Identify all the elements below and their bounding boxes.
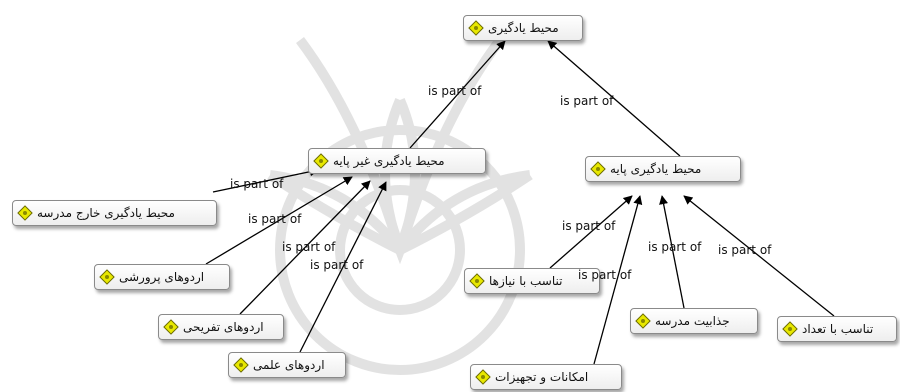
- edge-label: is part of: [310, 258, 364, 272]
- concept-icon: [17, 205, 33, 221]
- concept-icon: [468, 20, 484, 36]
- edge-n6-n2: [239, 180, 371, 315]
- edge-n11-n3: [593, 195, 643, 365]
- edge-label: is part of: [230, 177, 284, 191]
- concept-node[interactable]: اردوهای تفریحی: [158, 314, 284, 340]
- edge-label: is part of: [248, 212, 302, 226]
- concept-node[interactable]: امکانات و تجهیزات: [470, 364, 622, 390]
- edge-n7-n2: [299, 181, 387, 353]
- concept-node[interactable]: محیط یادگیری خارج مدرسه: [12, 200, 217, 226]
- concept-icon: [469, 273, 485, 289]
- concept-icon: [475, 369, 491, 385]
- concept-icon: [313, 153, 329, 169]
- concept-icon: [590, 161, 606, 177]
- concept-icon: [163, 319, 179, 335]
- edge-n5-n2: [205, 176, 353, 265]
- edge-n4-n2: [212, 167, 319, 193]
- concept-node[interactable]: جذابیت مدرسه: [630, 308, 758, 334]
- edge-label: is part of: [578, 268, 632, 282]
- edge-n3-n1: [547, 40, 681, 157]
- concept-node[interactable]: اردوهای علمی: [228, 352, 346, 378]
- concept-node[interactable]: اردوهای پرورشی: [94, 264, 230, 290]
- edge-label: is part of: [562, 219, 616, 233]
- edge-n8-n3: [549, 195, 633, 269]
- concept-label: جذابیت مدرسه: [655, 314, 730, 328]
- edges-layer: [205, 40, 835, 365]
- edge-label: is part of: [428, 84, 482, 98]
- edge-label: is part of: [282, 240, 336, 254]
- concept-label: محیط یادگیری پایه: [610, 162, 702, 176]
- concept-label: اردوهای تفریحی: [183, 320, 264, 334]
- edge-label: is part of: [560, 94, 614, 108]
- concept-node[interactable]: تناسب با نیازها: [464, 268, 600, 294]
- concept-node[interactable]: محیط یادگیری پایه: [585, 156, 741, 182]
- edge-label: is part of: [718, 243, 772, 257]
- concept-node[interactable]: محیط یادگیری غیر پایه: [308, 148, 486, 174]
- concept-label: محیط یادگیری: [488, 21, 559, 35]
- concept-label: محیط یادگیری خارج مدرسه: [37, 206, 175, 220]
- concept-label: اردوهای پرورشی: [119, 270, 205, 284]
- concept-label: محیط یادگیری غیر پایه: [333, 154, 445, 168]
- concept-label: تناسب با نیازها: [489, 274, 563, 288]
- concept-icon: [99, 269, 115, 285]
- concept-icon: [233, 357, 249, 373]
- edge-label: is part of: [648, 240, 702, 254]
- edge-n10-n3: [683, 195, 835, 317]
- concept-label: اردوهای علمی: [253, 358, 325, 372]
- edge-n9-n3: [659, 195, 685, 309]
- concept-label: تناسب با تعداد: [802, 322, 874, 336]
- concept-node[interactable]: محیط یادگیری: [463, 15, 583, 41]
- edge-n2-n1: [409, 40, 506, 149]
- concept-node[interactable]: تناسب با تعداد: [777, 316, 897, 342]
- watermark-rosette: [267, 37, 533, 375]
- concept-label: امکانات و تجهیزات: [495, 370, 589, 384]
- concept-icon: [782, 321, 798, 337]
- concept-icon: [635, 313, 651, 329]
